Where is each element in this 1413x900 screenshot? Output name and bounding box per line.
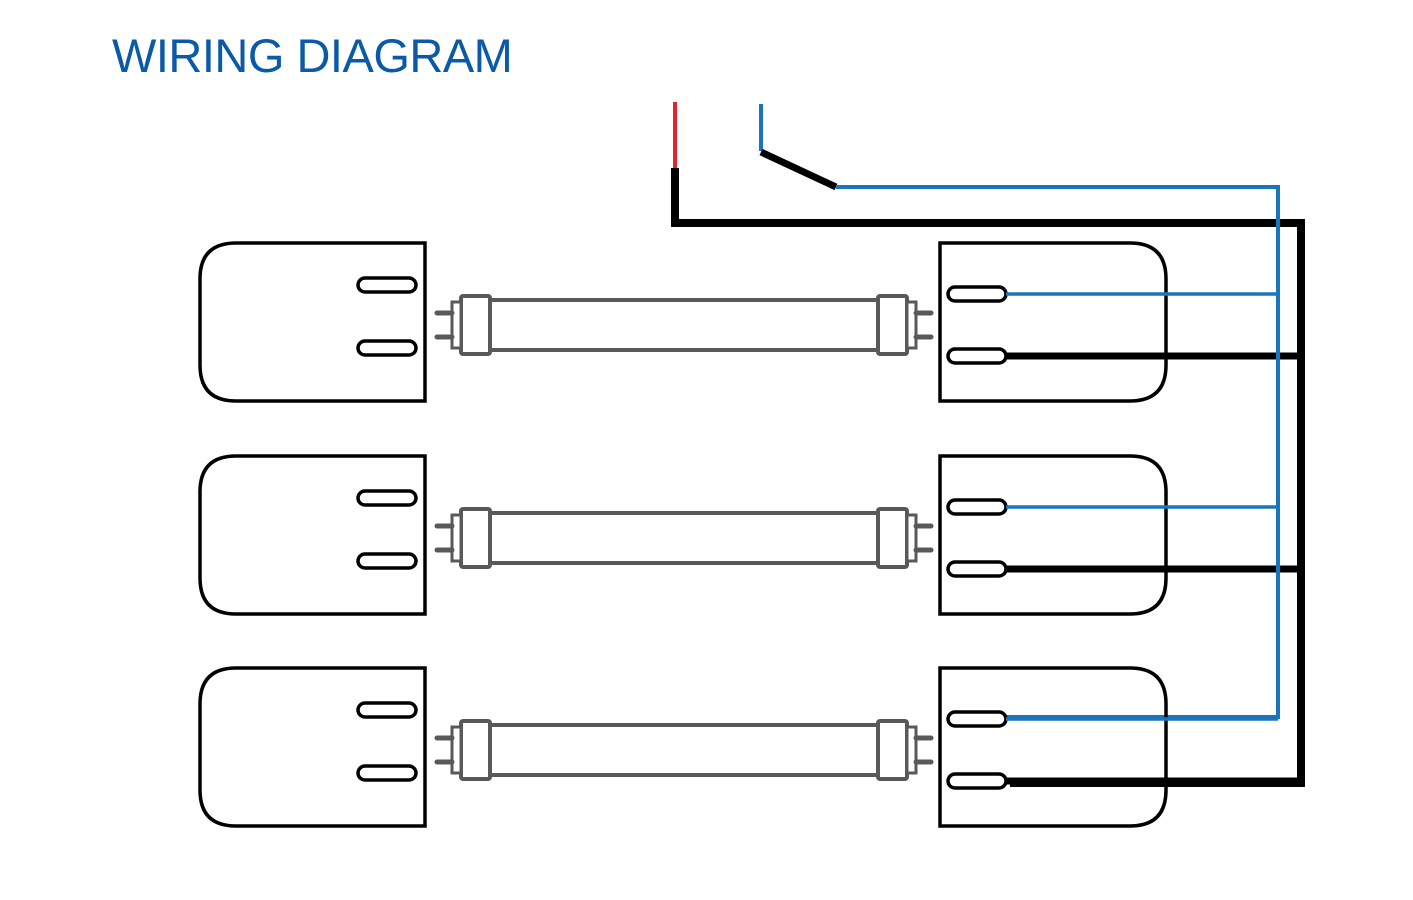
led-tube [434,719,934,781]
bus-lines [1276,187,1305,787]
tube-end-cap [459,507,492,569]
supply-wiring [671,102,1305,787]
fixture-row [198,241,1301,403]
diagram-title: WIRING DIAGRAM [112,29,513,82]
switched-wire-blue [836,185,1280,719]
tube-end-cap [459,719,492,781]
fixture-row [198,454,1301,616]
fixture-row [198,666,1301,828]
right-socket-slot [946,710,1008,728]
tube-end-plate [905,300,918,350]
left-socket-slot [356,552,418,570]
right-socket [938,241,1168,403]
common-wire-black [671,168,1305,787]
left-socket-slot [356,276,418,294]
tube-end-plate [450,725,463,775]
left-socket-slot [356,764,418,782]
tube-end-cap [876,294,909,356]
tube-end-plate [905,725,918,775]
left-socket [198,454,427,616]
tube-end-cap [876,719,909,781]
tube-end-plate [450,513,463,563]
led-tube [434,294,934,356]
right-socket [938,454,1168,616]
left-socket-slot [356,701,418,719]
tube-end-plate [905,513,918,563]
left-socket [198,666,427,828]
right-socket-slot [946,347,1008,365]
switch-lever [759,148,838,191]
tube-end-cap [459,294,492,356]
right-socket-slot [946,498,1008,516]
left-socket [198,241,427,403]
tube-end-cap [876,507,909,569]
left-socket-slot [356,339,418,357]
right-socket [938,666,1168,828]
left-socket-slot [356,489,418,507]
right-socket-slot [946,285,1008,303]
right-socket-slot [946,560,1008,578]
tube-end-plate [450,300,463,350]
led-tube [434,507,934,569]
right-socket-slot [946,772,1008,790]
